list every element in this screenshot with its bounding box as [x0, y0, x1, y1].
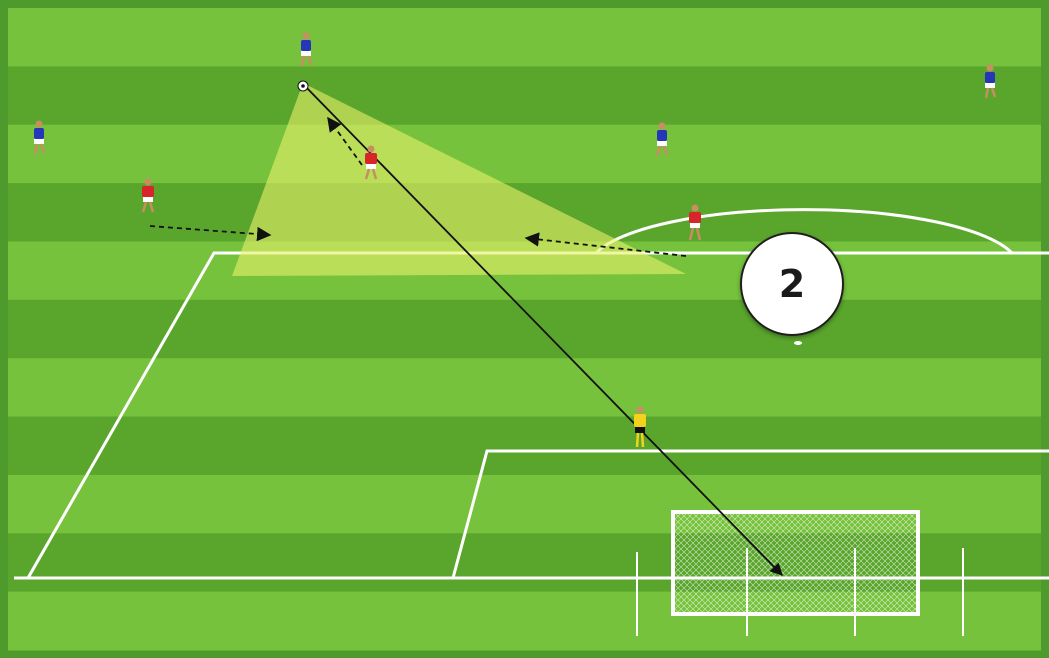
grass-stripe [8, 358, 1041, 417]
step-number-badge: 2 [740, 232, 844, 336]
goal-net [673, 512, 918, 614]
grass-stripe [8, 8, 1041, 67]
soccer-ball-icon [298, 81, 308, 91]
step-number: 2 [779, 262, 805, 306]
grass-stripe [8, 300, 1041, 359]
penalty-spot [794, 341, 802, 345]
grass-stripe [8, 417, 1041, 476]
grass-stripe [8, 66, 1041, 125]
grass-stripe [8, 125, 1041, 184]
